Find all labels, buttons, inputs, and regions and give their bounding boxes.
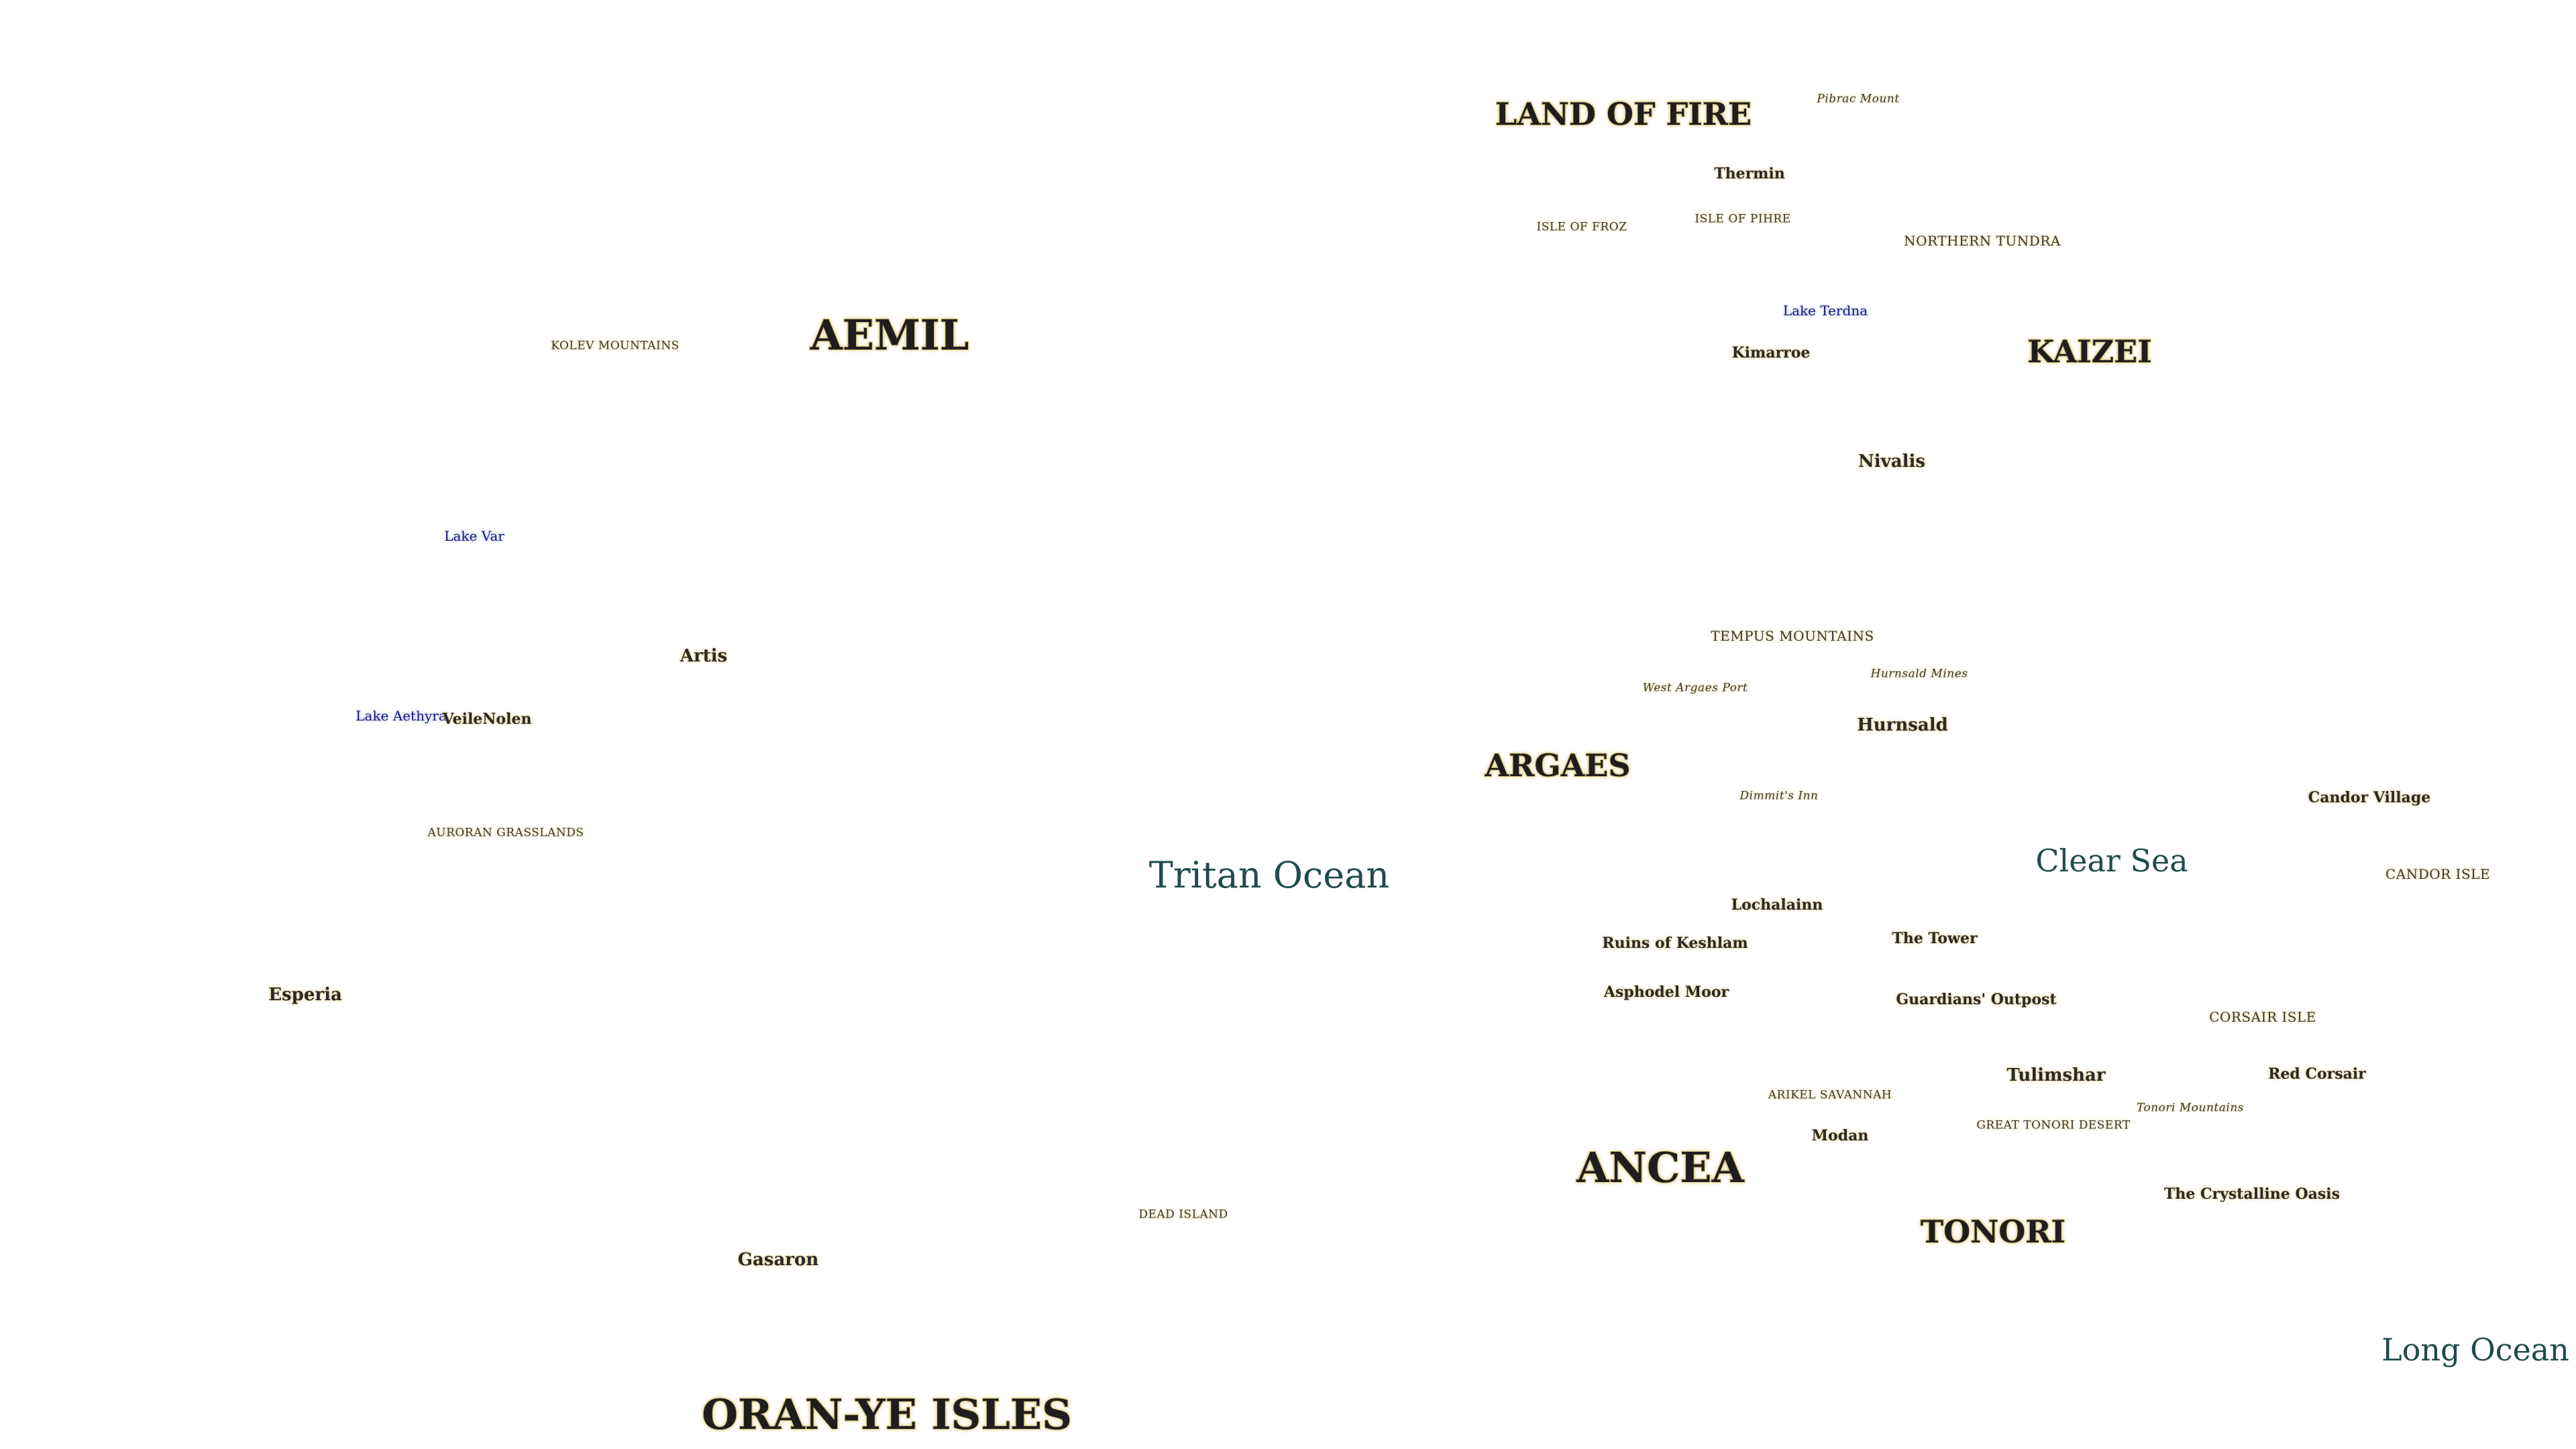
town-kimarroe[interactable]: Kimarroe bbox=[1731, 344, 1811, 362]
feature-tempus-mountains[interactable]: TEMPUS MOUNTAINS bbox=[1711, 628, 1874, 644]
lake-terdna[interactable]: Lake Terdna bbox=[1782, 303, 1868, 319]
town-red-corsair[interactable]: Red Corsair bbox=[2268, 1065, 2366, 1083]
lake-aethyra[interactable]: Lake Aethyra bbox=[356, 708, 447, 724]
feature-candor-isle[interactable]: CANDOR ISLE bbox=[2385, 866, 2491, 882]
sea-long-ocean[interactable]: Long Ocean bbox=[2381, 1332, 2569, 1368]
town-esperia[interactable]: Esperia bbox=[268, 985, 342, 1005]
feature-arikel-savannah[interactable]: ARIKEL SAVANNAH bbox=[1768, 1088, 1892, 1102]
region-oran-ye-isles[interactable]: ORAN-YE ISLES bbox=[701, 1390, 1073, 1439]
region-tonori[interactable]: TONORI bbox=[1920, 1214, 2066, 1250]
feature-tonori-mountains[interactable]: Tonori Mountains bbox=[2136, 1101, 2245, 1115]
region-aemil[interactable]: AEMIL bbox=[810, 311, 970, 360]
region-argaes[interactable]: ARGAES bbox=[1484, 747, 1631, 784]
town-lochalainn[interactable]: Lochalainn bbox=[1731, 896, 1823, 914]
feature-pibrac-mount[interactable]: Pibrac Mount bbox=[1817, 92, 1900, 106]
feature-dead-island[interactable]: DEAD ISLAND bbox=[1138, 1208, 1228, 1222]
town-ruins-of-keshlam[interactable]: Ruins of Keshlam bbox=[1602, 934, 1748, 952]
region-land-of-fire[interactable]: LAND OF FIRE bbox=[1495, 96, 1752, 132]
town-hurnsald[interactable]: Hurnsald bbox=[1857, 715, 1948, 735]
feature-corsair-isle[interactable]: CORSAIR ISLE bbox=[2209, 1009, 2316, 1025]
feature-isle-of-pihre[interactable]: ISLE OF PIHRE bbox=[1695, 212, 1791, 226]
town-the-tower[interactable]: The Tower bbox=[1892, 930, 1978, 947]
town-modan[interactable]: Modan bbox=[1811, 1127, 1869, 1144]
feature-auroran-grasslands[interactable]: AURORAN GRASSLANDS bbox=[427, 826, 584, 840]
feature-kolev-mountains[interactable]: KOLEV MOUNTAINS bbox=[551, 339, 680, 353]
feature-hurnsald-mines[interactable]: Hurnsald Mines bbox=[1870, 667, 1968, 681]
sea-tritan-ocean[interactable]: Tritan Ocean bbox=[1148, 854, 1390, 896]
town-the-crystalline-oasis[interactable]: The Crystalline Oasis bbox=[2164, 1185, 2340, 1203]
region-kaizei[interactable]: KAIZEI bbox=[2027, 333, 2152, 370]
town-candor-village[interactable]: Candor Village bbox=[2308, 789, 2431, 806]
feature-dimmits-inn[interactable]: Dimmit's Inn bbox=[1739, 789, 1819, 803]
town-veilenolen[interactable]: VeileNolen bbox=[442, 710, 532, 728]
feature-northern-tundra[interactable]: NORTHERN TUNDRA bbox=[1904, 233, 2061, 249]
town-gasaron[interactable]: Gasaron bbox=[737, 1250, 819, 1270]
region-ancea[interactable]: ANCEA bbox=[1576, 1143, 1744, 1192]
feature-west-argaes-port[interactable]: West Argaes Port bbox=[1642, 681, 1748, 695]
town-nivalis[interactable]: Nivalis bbox=[1858, 451, 1925, 472]
sea-clear-sea[interactable]: Clear Sea bbox=[2035, 843, 2188, 879]
lake-var[interactable]: Lake Var bbox=[444, 528, 504, 544]
town-asphodel-moor[interactable]: Asphodel Moor bbox=[1603, 983, 1729, 1001]
town-guardians-outpost[interactable]: Guardians' Outpost bbox=[1896, 991, 2057, 1008]
town-thermin[interactable]: Thermin bbox=[1714, 165, 1785, 182]
town-artis[interactable]: Artis bbox=[680, 646, 728, 666]
town-tulimshar[interactable]: Tulimshar bbox=[2006, 1065, 2106, 1085]
feature-great-tonori-desert[interactable]: GREAT TONORI DESERT bbox=[1976, 1118, 2131, 1132]
feature-isle-of-froz[interactable]: ISLE OF FROZ bbox=[1536, 220, 1627, 234]
